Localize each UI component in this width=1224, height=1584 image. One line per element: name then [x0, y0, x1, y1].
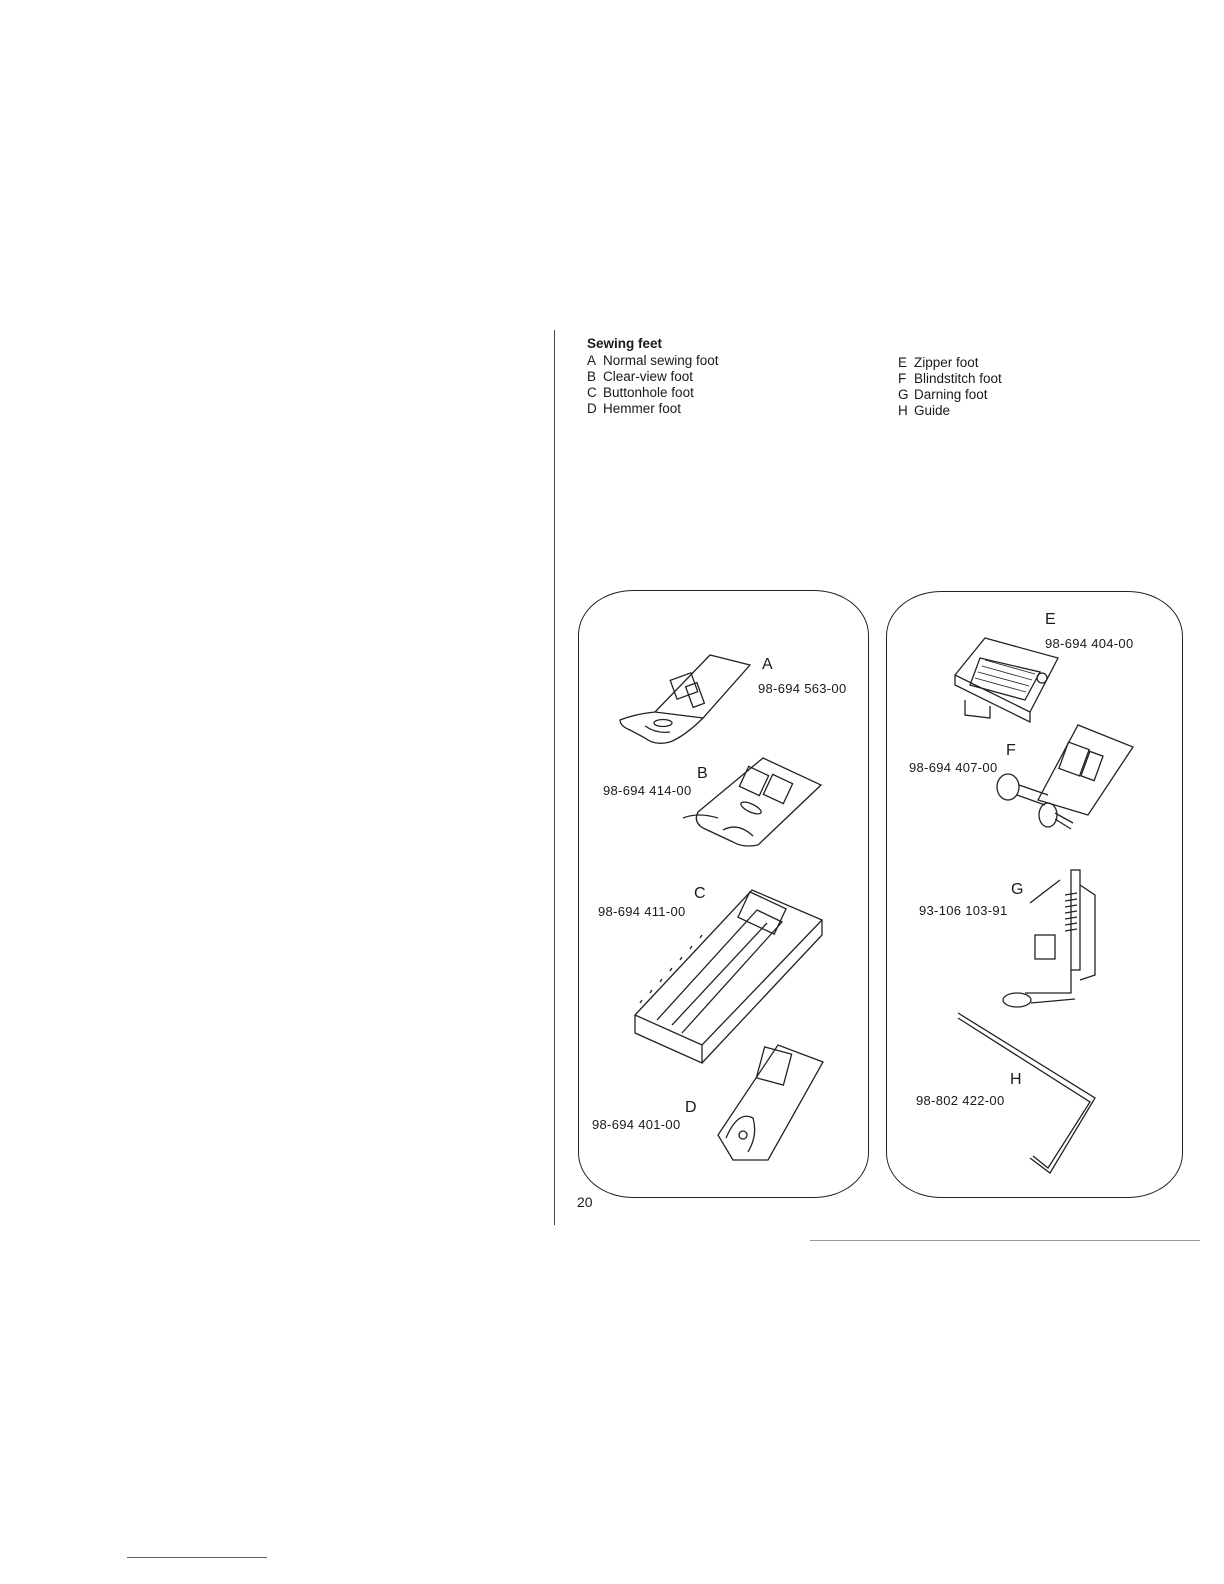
- part-e-number: 98-694 404-00: [1045, 636, 1133, 651]
- part-g-letter: G: [1011, 881, 1023, 899]
- part-a-letter: A: [762, 656, 773, 674]
- blindstitch-foot-illustration: [993, 715, 1138, 835]
- part-b-letter: B: [697, 765, 708, 783]
- blue-rule: [127, 1557, 267, 1558]
- part-g-number: 93-106 103-91: [919, 903, 1007, 918]
- margin-rule: [554, 330, 555, 1225]
- part-c-number: 98-694 411-00: [598, 904, 686, 919]
- part-f-number: 98-694 407-00: [909, 760, 997, 775]
- part-a-number: 98-694 563-00: [758, 681, 846, 696]
- normal-sewing-foot-illustration: [615, 650, 765, 750]
- hemmer-foot-illustration: [708, 1040, 828, 1165]
- part-c-letter: C: [694, 885, 706, 903]
- part-e-letter: E: [1045, 611, 1056, 629]
- part-h-letter: H: [1010, 1071, 1022, 1089]
- part-f-letter: F: [1006, 742, 1016, 760]
- page-number: 20: [577, 1194, 593, 1210]
- part-d-letter: D: [685, 1099, 697, 1117]
- part-d-number: 98-694 401-00: [592, 1117, 680, 1132]
- section-heading: Sewing feet: [587, 336, 662, 351]
- page-edge-rule: [810, 1240, 1200, 1241]
- part-b-number: 98-694 414-00: [603, 783, 691, 798]
- part-h-number: 98-802 422-00: [916, 1093, 1004, 1108]
